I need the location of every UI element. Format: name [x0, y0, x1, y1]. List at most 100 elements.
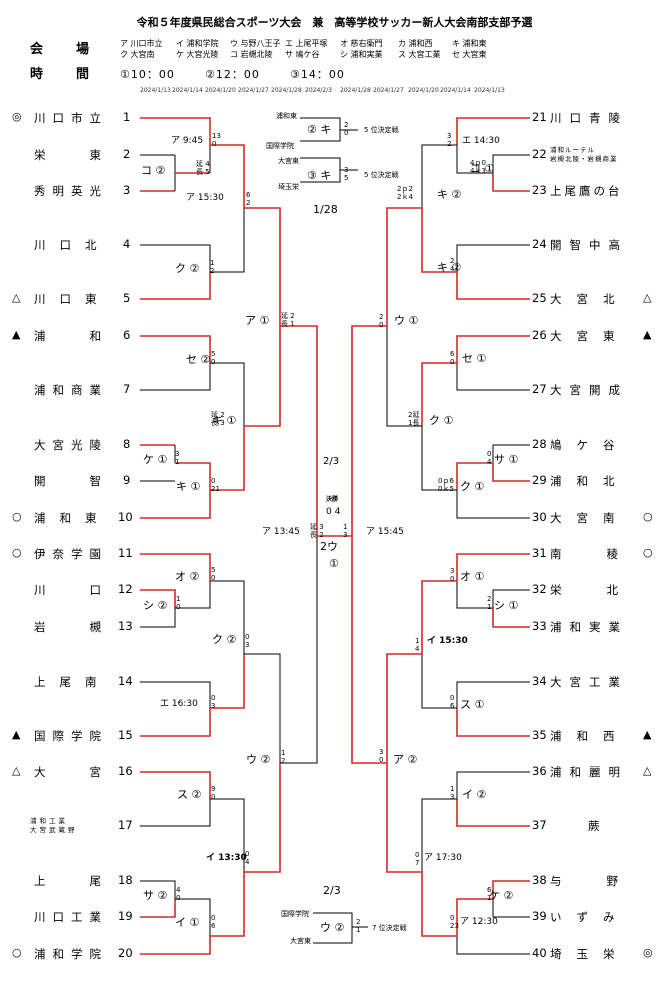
bracket-line: [140, 272, 211, 300]
time-2: ②12：00: [205, 68, 260, 81]
venue-14: セ 大宮東: [452, 50, 487, 59]
left-team-13-num: 13: [118, 619, 133, 633]
final-node: 2ウ: [320, 540, 338, 553]
match-score-14: 1 2: [281, 749, 286, 765]
bracket-line: [456, 936, 530, 955]
match-score-12: 0 3: [245, 633, 250, 649]
left-team-6-name: 浦和: [34, 329, 145, 343]
bracket-line: [244, 653, 281, 763]
round-date-3: 2024/1/20: [205, 87, 236, 94]
match-score-32: 3 0: [379, 748, 384, 764]
playoff2-team-a: 大宮東: [278, 157, 299, 165]
bracket-line: [456, 708, 530, 737]
venue-7: キ 浦和東: [452, 39, 487, 48]
match-node-26: サ ①: [494, 453, 519, 466]
right-team-24-name: 開智中高: [550, 238, 628, 252]
match-score-6: 5 0: [211, 350, 216, 366]
match-score-24: 6 0: [450, 350, 455, 366]
match-node-9: キ ①: [176, 480, 201, 493]
bracket-line: [456, 799, 530, 827]
right-team-33-num: 33: [532, 619, 547, 633]
bracket-line: [140, 335, 211, 363]
match-node-37: ア 13:45: [262, 527, 300, 537]
match-score-22: 2 4: [450, 257, 455, 273]
match-node-11: シ ②: [143, 599, 168, 612]
left-team-17-name: 浦和工業 大宮武蔵野: [30, 817, 78, 834]
match-score-33: 1 3: [450, 785, 455, 801]
right-team-39-name: いずみ: [550, 910, 630, 924]
match-node-34: ア 17:30: [424, 853, 462, 863]
match-score-4: 1 2: [210, 259, 215, 275]
match-score-9: 0 21: [211, 477, 220, 493]
right-team-38-num: 38: [532, 873, 547, 887]
match-node-33: イ ②: [462, 788, 487, 801]
left-team-20-mark: ○: [12, 946, 22, 959]
bracket-line: [492, 880, 530, 899]
bracket-line: [244, 763, 281, 873]
right-team-30-mark: ○: [643, 510, 653, 523]
match-score-20: 4ｐ0 4ｋ3: [470, 159, 486, 175]
bracket-line: [175, 898, 211, 936]
bracket-line: [280, 536, 318, 764]
bracket-line: [456, 363, 530, 391]
bracket-line: [421, 654, 457, 709]
left-team-9-num: 9: [123, 473, 131, 487]
venue-2: イ 浦和学院: [176, 39, 219, 48]
right-team-25-mark: △: [643, 291, 652, 304]
time-3: ③14：00: [290, 68, 345, 81]
match-node-10: オ ②: [175, 570, 200, 583]
round-date-9: 2024/1/20: [408, 87, 439, 94]
bracket-line: [210, 798, 245, 872]
left-team-3-name: 秀明英光: [34, 184, 108, 198]
right-team-26-name: 大宮東: [550, 329, 630, 343]
match-node-6: セ ②: [186, 353, 211, 366]
match-score-37: 延 3 長 2: [310, 523, 324, 539]
bracket-line: [244, 207, 281, 326]
match-score-35: 6 1: [487, 886, 492, 902]
playoff1-note: 5 位決定戦: [364, 126, 399, 134]
playoff2-score: 3 5: [344, 166, 349, 182]
left-team-16-num: 16: [118, 764, 133, 778]
playoff2-team-b: 埼玉栄: [278, 183, 299, 191]
venue-11: サ 鳩ケ谷: [285, 50, 320, 59]
bracket-line: [421, 580, 457, 654]
playoff3-team-a: 国際学院: [281, 910, 309, 918]
match-node-8: ケ ①: [143, 453, 168, 466]
venue-3: ウ 与野八王子: [230, 39, 281, 48]
match-score-17: 4 0: [176, 886, 181, 902]
left-team-19-name: 川口工業: [34, 910, 108, 924]
match-node-2: コ ②: [141, 164, 166, 177]
right-team-40-name: 埼玉栄: [550, 947, 630, 961]
final-label: 決勝: [326, 496, 339, 503]
match-score-7: 延 2 長 3: [211, 411, 225, 427]
bracket-line: [386, 653, 422, 763]
left-team-5-name: 川口東: [34, 292, 111, 306]
bracket-line: [456, 553, 530, 581]
left-team-17-num: 17: [118, 818, 133, 832]
bracket-line: [351, 536, 387, 764]
right-team-31-num: 31: [532, 546, 547, 560]
right-team-38-name: 与野: [550, 874, 663, 888]
bracket-line: [456, 898, 493, 936]
bracket-line: [140, 771, 211, 799]
match-node-35: ケ ②: [489, 889, 514, 902]
venue-13: ス 大宮工業: [398, 50, 441, 59]
match-score-1: 13 0: [212, 132, 221, 148]
right-team-31-name: 南稜: [550, 547, 663, 561]
bracket-line: [492, 173, 530, 192]
match-score-25: 2延 1長: [408, 411, 420, 427]
bracket-line: [421, 362, 457, 426]
right-team-36-name: 浦和麗明: [550, 765, 628, 779]
match-node-19: エ 14:30: [462, 136, 500, 146]
left-team-10-num: 10: [118, 510, 133, 524]
left-team-6-num: 6: [123, 328, 131, 342]
match-score-38: 1 3: [343, 523, 348, 539]
bracket-line: [421, 144, 457, 208]
round-date-4: 2024/1/27: [238, 87, 269, 94]
playoff3-note: 7 位決定戦: [372, 924, 407, 932]
right-team-24-num: 24: [532, 237, 547, 251]
bracket-line: [140, 880, 176, 899]
right-team-26-num: 26: [532, 328, 547, 342]
right-team-36-mark: △: [643, 764, 652, 777]
bracket-line: [140, 799, 211, 827]
